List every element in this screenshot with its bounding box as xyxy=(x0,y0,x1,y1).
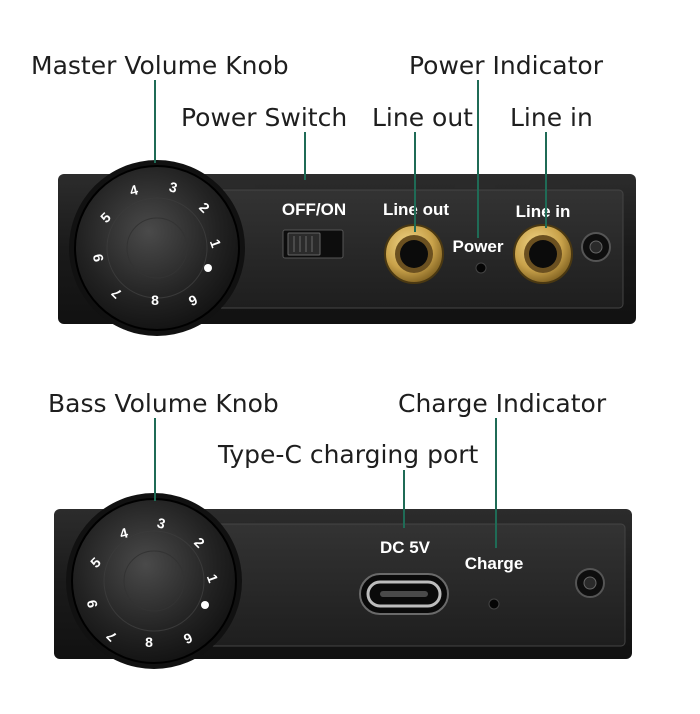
bass-volume-knob[interactable]: 1 2 3 4 5 9 7 8 6 xyxy=(66,493,242,669)
top-ridge xyxy=(520,514,560,522)
top-ridge xyxy=(455,180,495,188)
dial-number: 8 xyxy=(145,634,153,650)
top-ridge xyxy=(530,180,570,188)
bottom-device: 1 2 3 4 5 9 7 8 6 DC 5V Charge xyxy=(54,493,632,669)
top-ridge xyxy=(215,180,255,188)
charge-indicator-callout: Charge Indicator xyxy=(398,389,607,418)
power-panel-label: Power xyxy=(452,237,503,256)
screw-icon xyxy=(581,232,611,262)
leader-lines xyxy=(154,80,547,548)
power-indicator-callout: Power Indicator xyxy=(409,51,604,80)
knob-indicator-dot xyxy=(204,264,212,272)
line-out-callout: Line out xyxy=(372,103,473,132)
power-indicator-led xyxy=(475,262,487,274)
dial-number: 3 xyxy=(155,514,167,532)
top-device: 1 2 3 4 5 9 7 8 6 OFF/ON Line out xyxy=(58,160,636,336)
knob-indicator-dot xyxy=(201,601,209,609)
power-switch-callout: Power Switch xyxy=(181,103,347,132)
dial-number: 4 xyxy=(128,181,140,199)
dial-number: 8 xyxy=(151,292,159,308)
master-volume-knob[interactable]: 1 2 3 4 5 9 7 8 6 xyxy=(69,160,245,336)
type-c-port[interactable] xyxy=(359,573,449,615)
line-out-panel-label: Line out xyxy=(383,200,449,219)
dial-number: 9 xyxy=(83,598,100,609)
dc-5v-label: DC 5V xyxy=(380,538,431,557)
bass-volume-knob-callout: Bass Volume Knob xyxy=(48,389,279,418)
dial-number: 9 xyxy=(89,252,106,263)
dial-number: 4 xyxy=(118,524,130,542)
charge-indicator-led xyxy=(488,598,500,610)
line-in-panel-label: Line in xyxy=(516,202,571,221)
power-switch[interactable] xyxy=(282,229,344,259)
line-in-callout: Line in xyxy=(510,103,593,132)
line-in-jack[interactable] xyxy=(513,224,573,284)
top-ridge xyxy=(215,514,255,522)
type-c-port-callout: Type-C charging port xyxy=(217,440,479,469)
off-on-label: OFF/ON xyxy=(282,200,346,219)
line-out-jack[interactable] xyxy=(384,224,444,284)
dial-number: 3 xyxy=(167,178,179,196)
master-volume-knob-callout: Master Volume Knob xyxy=(31,51,289,80)
charge-panel-label: Charge xyxy=(465,554,524,573)
screw-icon xyxy=(575,568,605,598)
